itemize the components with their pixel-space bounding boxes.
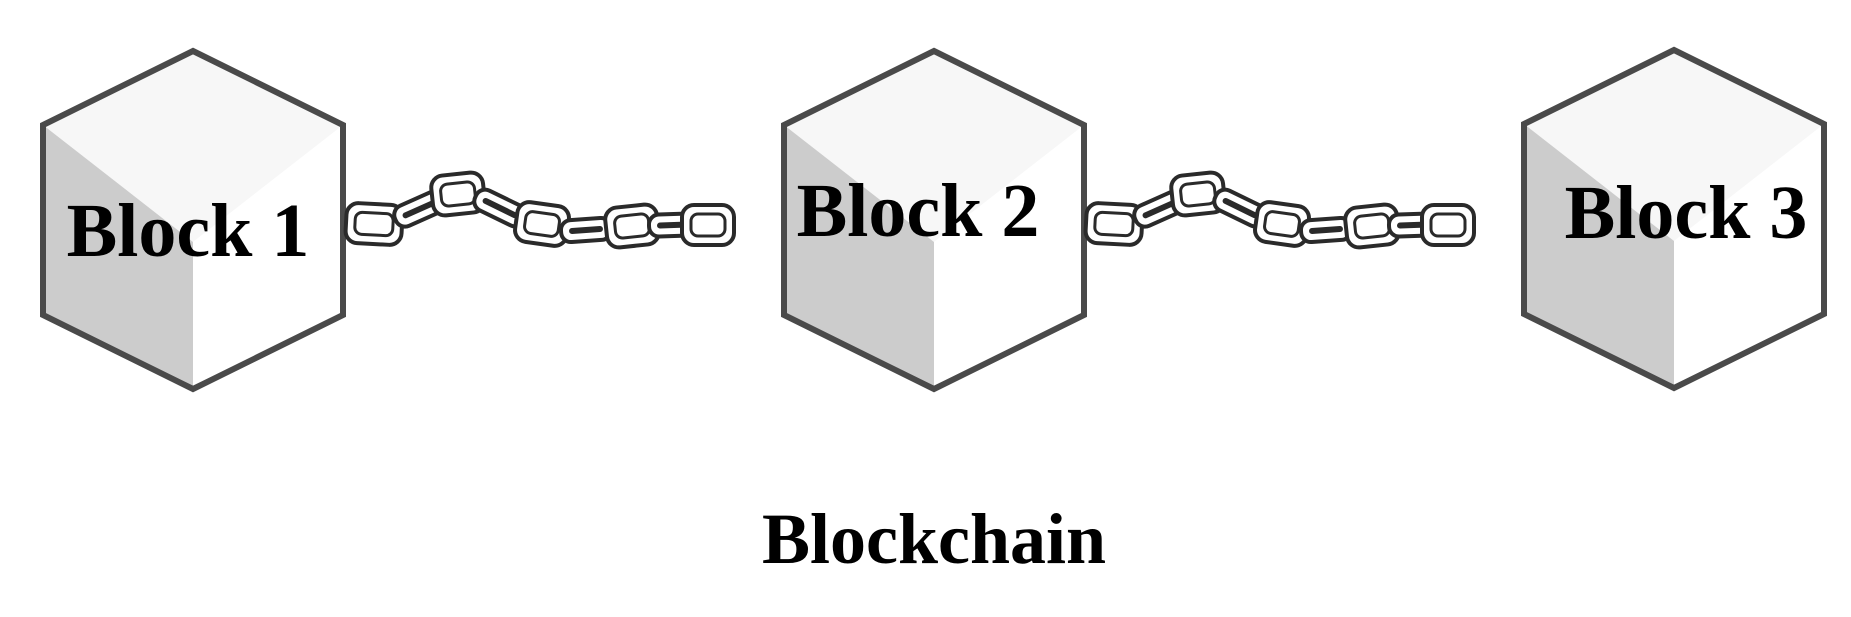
cube-icon	[781, 47, 1087, 393]
block-1: Block 1	[40, 47, 346, 393]
block-1-label: Block 1	[67, 189, 310, 273]
block-2: Block 2	[781, 47, 1087, 393]
block-3: Block 3	[1521, 46, 1827, 392]
chain-icon	[343, 170, 736, 250]
block-2-label: Block 2	[797, 169, 1040, 253]
diagram-caption: Blockchain	[762, 499, 1106, 579]
cube-icon	[40, 47, 346, 393]
block-3-label: Block 3	[1565, 171, 1808, 255]
chain-icon	[1083, 170, 1476, 250]
cube-icon	[1521, 46, 1827, 392]
